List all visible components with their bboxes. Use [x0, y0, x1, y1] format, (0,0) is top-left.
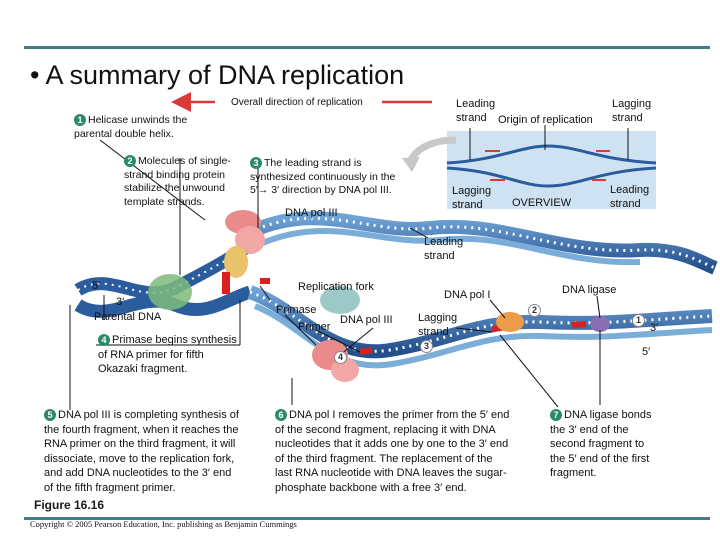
overview-lagging-strand-bottom: Lagging strand — [452, 185, 492, 211]
step-7-text: DNA ligase bonds the 3′ end of the secon… — [550, 409, 652, 479]
parental-dna-label: Parental DNA — [94, 311, 162, 323]
step-3-text: The leading strand is synthesized contin… — [250, 157, 396, 196]
overall-direction-label: Overall direction of replication — [231, 97, 363, 108]
fragment-marker-1: 1 — [632, 314, 645, 327]
page-title: • A summary of DNA replication — [30, 60, 405, 90]
overview-leading-strand-top: Leading strand — [456, 98, 496, 124]
five-prime-left-label: 5′ — [92, 280, 101, 292]
overview-leading-strand-bottom: Leading strand — [610, 184, 650, 210]
step-3-badge: 3 — [250, 157, 262, 169]
top-rule — [24, 46, 710, 49]
step-4-text: Primase begins synthesis of RNA primer f… — [98, 334, 237, 375]
fragment-marker-3: 3 — [420, 340, 433, 353]
step-5-text: DNA pol III is completing synthesis of t… — [44, 409, 239, 494]
dna-pol-iii-top-label: DNA pol III — [285, 207, 338, 219]
step-2-text: Molecules of single- strand binding prot… — [124, 155, 231, 208]
step-6-badge: 6 — [275, 409, 287, 421]
figure-label: Figure 16.16 — [34, 498, 105, 512]
three-prime-left-label: 3′ — [116, 296, 125, 308]
fragment-marker-4: 4 — [334, 351, 347, 364]
bottom-rule — [24, 517, 710, 520]
overview-lagging-strand-top: Lagging strand — [612, 98, 652, 124]
lagging-strand-label: Lagging strand — [418, 312, 458, 338]
three-prime-right-label: 3′ — [650, 322, 659, 334]
protein-complexes — [148, 210, 610, 382]
overview-title: OVERVIEW — [512, 197, 572, 209]
copyright-notice: Copyright © 2005 Pearson Education, Inc.… — [30, 519, 297, 529]
leading-strand-helix — [247, 211, 718, 275]
dna-pol-i-label: DNA pol I — [444, 289, 491, 301]
dna-ligase-label: DNA ligase — [562, 284, 617, 296]
step-4-badge: 4 — [98, 334, 110, 346]
primase-label: Primase — [276, 304, 317, 316]
step-1-text: Helicase unwinds the parental double hel… — [74, 114, 188, 140]
step-5-badge: 5 — [44, 409, 56, 421]
primer-label: Primer — [298, 321, 331, 333]
dna-pol-iii-mid-label: DNA pol III — [340, 314, 393, 326]
step-6-text: DNA pol I removes the primer from the 5′… — [275, 409, 510, 494]
step-1-badge: 1 — [74, 114, 86, 126]
fragment-marker-2: 2 — [528, 304, 541, 317]
step-7-badge: 7 — [550, 409, 562, 421]
step-2-badge: 2 — [124, 155, 136, 167]
overview-inset — [446, 125, 657, 209]
five-prime-right-label: 5′ — [642, 346, 651, 358]
origin-of-replication-label: Origin of replication — [498, 114, 593, 126]
replication-fork-label: Replication fork — [298, 281, 374, 293]
leading-strand-label: Leading strand — [424, 236, 464, 262]
leader-lines — [69, 139, 601, 410]
